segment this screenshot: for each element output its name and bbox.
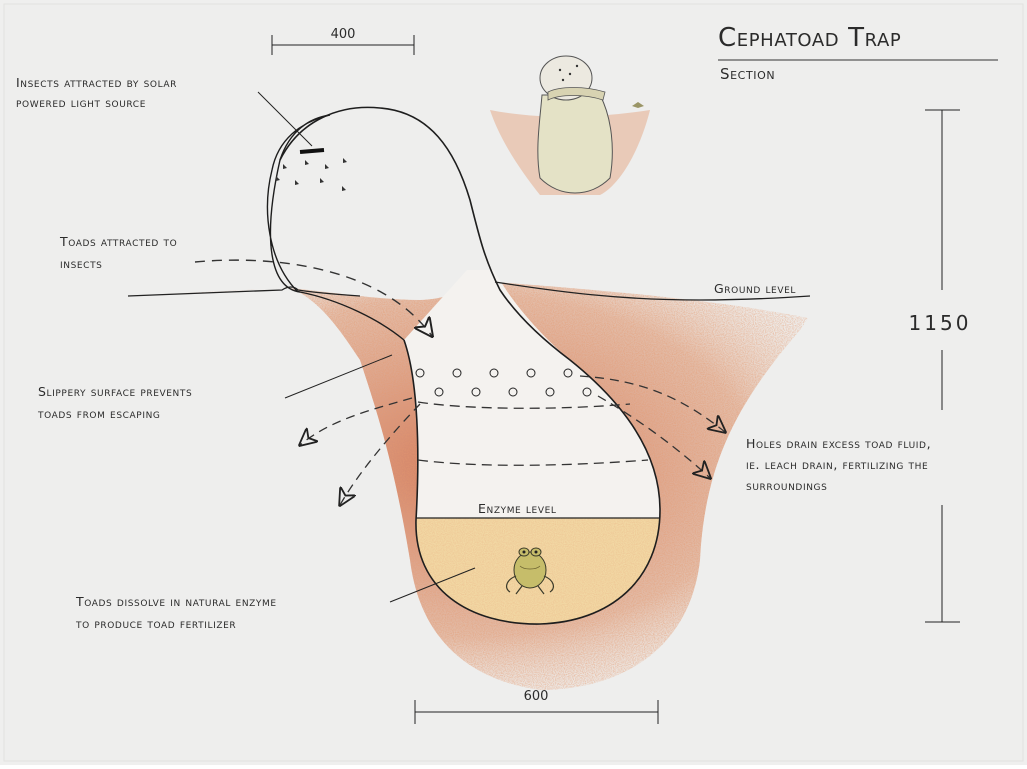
light-source-icon — [300, 150, 324, 152]
page-subtitle: Section — [720, 65, 775, 83]
dim-1150-label: 1150 — [909, 311, 972, 335]
dim-600-label: 600 — [524, 689, 549, 704]
label-ground-level: Ground level — [714, 281, 796, 296]
label-holes-line2: ie. leach drain, fertilizing the — [746, 457, 928, 472]
page-title: Cephatoad Trap — [718, 23, 901, 53]
label-enzyme-level: Enzyme level — [478, 501, 556, 516]
label-slippery-line2: toads from escaping — [37, 406, 160, 421]
label-slippery-line1: Slippery surface prevents — [38, 384, 192, 399]
label-holes-line1: Holes drain excess toad fluid, — [746, 436, 931, 451]
label-toads-attracted-line2: insects — [60, 256, 102, 271]
label-dissolve-line2: to produce toad fertilizer — [75, 616, 236, 631]
label-holes-line3: surroundings — [746, 478, 827, 493]
label-insects-line2: powered light source — [16, 95, 146, 110]
label-dissolve-line1: Toads dissolve in natural enzyme — [75, 594, 277, 609]
label-insects-line1: Insects attracted by solar — [16, 75, 177, 90]
dim-400-label: 400 — [331, 27, 356, 42]
label-toads-attracted-line1: Toads attracted to — [59, 234, 177, 249]
